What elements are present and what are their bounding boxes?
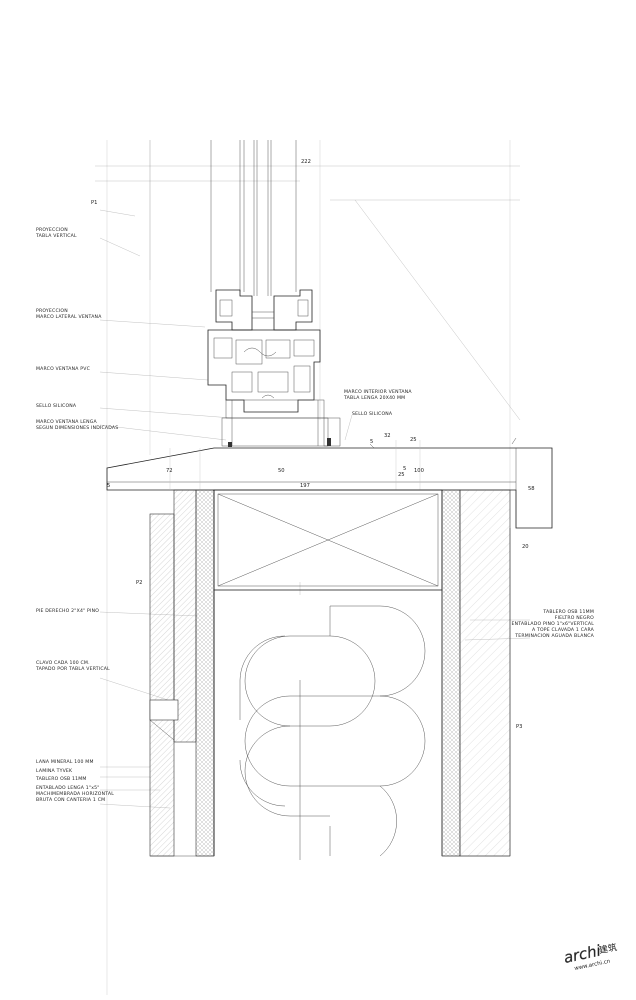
dim-222: 222 [301, 159, 311, 165]
tag-p1: P1 [91, 200, 97, 206]
tag-p2: P2 [136, 580, 142, 586]
dimensions: 222 72 50 197 100 5 5 5 25 25 32 58 20 [107, 159, 535, 550]
dim-58: 58 [528, 486, 535, 492]
dim-20: 20 [522, 544, 529, 550]
mineral-wool-insulation [213, 490, 443, 860]
label-lamina-tyvek: LAMINA TYVEK [36, 768, 73, 774]
point-tags: P1 P2 P3 [91, 200, 522, 730]
window-glazing [210, 140, 321, 420]
construction-lines [95, 140, 531, 995]
label-entablado-lenga: ENTABLADO LENGA 1"x5"MACHIMEMBRADA HORIZ… [36, 785, 114, 803]
label-clavo: CLAVO CADA 100 CM.TAPADO POR TABLA VERTI… [35, 660, 110, 672]
label-marco-pvc: MARCO VENTANA PVC [36, 366, 90, 372]
label-sello-silicona-left: SELLO SILICONA [36, 403, 77, 409]
watermark-logo: archi 建筑 www.archi.cn [562, 941, 618, 972]
label-lana-mineral: LANA MINERAL 100 MM [36, 759, 94, 765]
tag-p3: P3 [516, 724, 522, 730]
dim-25b: 25 [410, 437, 417, 443]
label-pie-derecho: PIE DERECHO 2"X4" PINO [36, 608, 99, 614]
label-sello-silicona-center: SELLO SILICONA [352, 411, 393, 417]
dim-72: 72 [166, 468, 173, 474]
exterior-cladding [149, 489, 215, 857]
dim-197: 197 [300, 483, 310, 489]
label-tablero-osb: TABLERO OSB 11MM [35, 776, 87, 782]
dim-5b: 5 [370, 439, 373, 445]
dim-50: 50 [278, 468, 285, 474]
wood-stud [213, 489, 443, 591]
interior-lining [441, 489, 511, 857]
pvc-window-frame [207, 289, 341, 447]
dim-100: 100 [414, 468, 424, 474]
dim-25a: 25 [398, 472, 405, 478]
dim-32: 32 [384, 433, 391, 439]
watermark-brand-cn: 建筑 [598, 941, 618, 956]
dim-5a: 5 [107, 483, 110, 489]
dim-5c: 5 [403, 466, 406, 472]
